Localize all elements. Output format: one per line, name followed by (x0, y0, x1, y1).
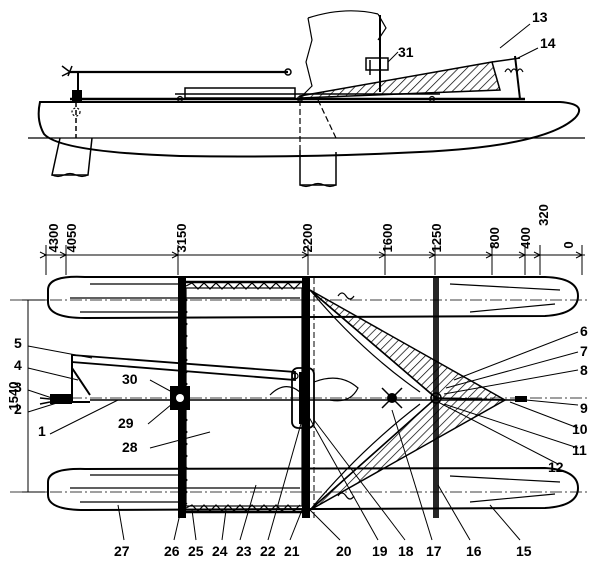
dimension-arrow (378, 251, 387, 259)
callout-28: 28 (122, 439, 138, 455)
callout-30: 30 (122, 371, 138, 387)
upper-hull (47, 275, 580, 320)
dimension-arrow (301, 251, 310, 259)
dim-800: 800 (487, 227, 502, 249)
dimension-arrow (428, 251, 437, 259)
callout-17: 17 (426, 543, 442, 559)
dim-1250: 1250 (429, 224, 444, 253)
callout-14: 14 (540, 35, 556, 51)
dim-4050: 4050 (64, 224, 79, 253)
callout-8: 8 (580, 362, 588, 378)
callout-19: 19 (372, 543, 388, 559)
callout-13: 13 (532, 9, 548, 25)
callout-26: 26 (164, 543, 180, 559)
callout-7: 7 (580, 343, 588, 359)
plan-view (10, 275, 590, 541)
dimension-line (39, 245, 585, 275)
dim-3150: 3150 (174, 224, 189, 253)
callout-2: 2 (14, 401, 22, 417)
callout-6: 6 (580, 323, 588, 339)
callout-31: 31 (398, 44, 414, 60)
dimension-arrow (533, 251, 542, 259)
callout-23: 23 (236, 543, 252, 559)
dim-2200: 2200 (300, 224, 315, 253)
callout-15: 15 (516, 543, 532, 559)
callout-29: 29 (118, 415, 134, 431)
dimension-arrow (59, 251, 68, 259)
callout-11: 11 (572, 442, 587, 458)
callout-27: 27 (114, 543, 130, 559)
dimension-arrow (518, 251, 527, 259)
dim-1540: 1540 (6, 382, 21, 411)
callout-3: 3 (14, 379, 22, 395)
callout-12: 12 (548, 459, 564, 475)
callout-9: 9 (580, 400, 588, 416)
callout-5: 5 (14, 335, 22, 351)
callout-18: 18 (398, 543, 414, 559)
side-view (28, 10, 585, 188)
dim-1600: 1600 (380, 224, 395, 253)
callout-22: 22 (260, 543, 276, 559)
callout-20: 20 (336, 543, 352, 559)
callout-4: 4 (14, 357, 22, 373)
dim-400: 400 (518, 227, 533, 249)
dimension-arrow (485, 251, 494, 259)
callout-21: 21 (284, 543, 300, 559)
dim-0: 0 (561, 241, 576, 248)
callout-24: 24 (212, 543, 228, 559)
side-hull (37, 101, 580, 158)
callout-25: 25 (188, 543, 204, 559)
dim-4300: 4300 (46, 224, 61, 253)
callout-16: 16 (466, 543, 482, 559)
dimension-arrow (39, 251, 48, 259)
dimension-arrow (575, 251, 584, 259)
lower-hull (47, 466, 580, 512)
dim-320: 320 (536, 204, 551, 226)
dimension-arrow (171, 251, 180, 259)
callout-1: 1 (38, 423, 46, 439)
callout-10: 10 (572, 421, 588, 437)
